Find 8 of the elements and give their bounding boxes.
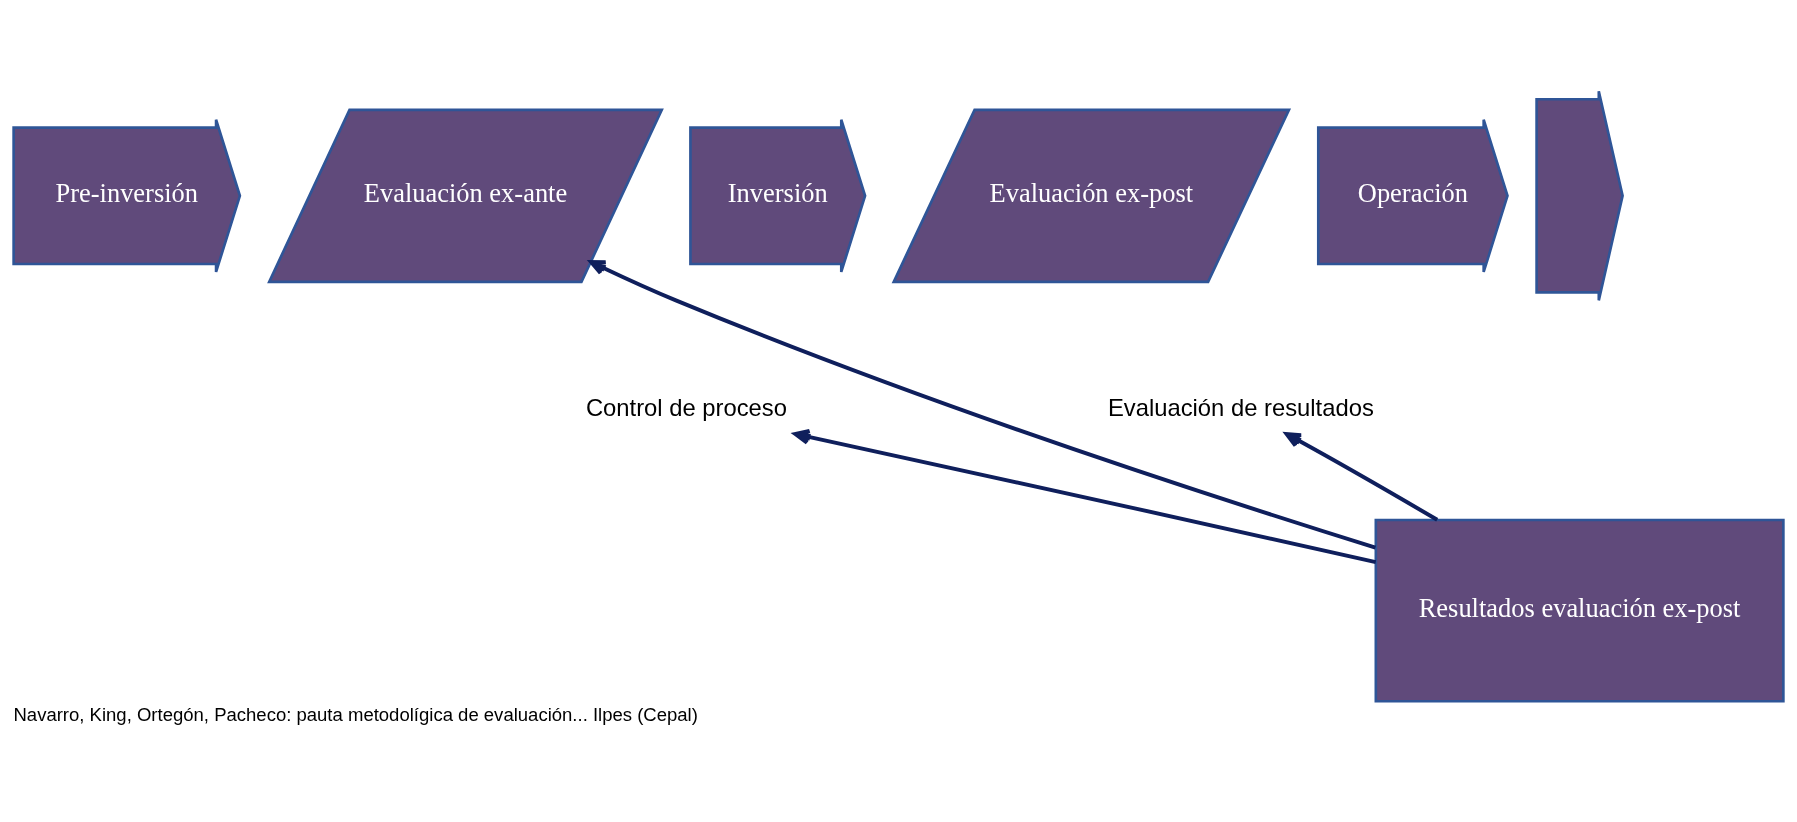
node-box: Resultados evaluación ex-post — [1374, 518, 1785, 703]
caption: Navarro, King, Ortegón, Pacheco: pauta metodolígica de evaluación... Ilpes (Cepal) — [13, 703, 698, 725]
arrow — [589, 259, 1376, 550]
node-text: Control de proceso — [585, 393, 787, 421]
arrow — [1284, 431, 1439, 521]
node-arrow — [1535, 89, 1624, 302]
arrow — [793, 428, 1377, 564]
node-text: Evaluación de resultados — [1107, 393, 1374, 421]
